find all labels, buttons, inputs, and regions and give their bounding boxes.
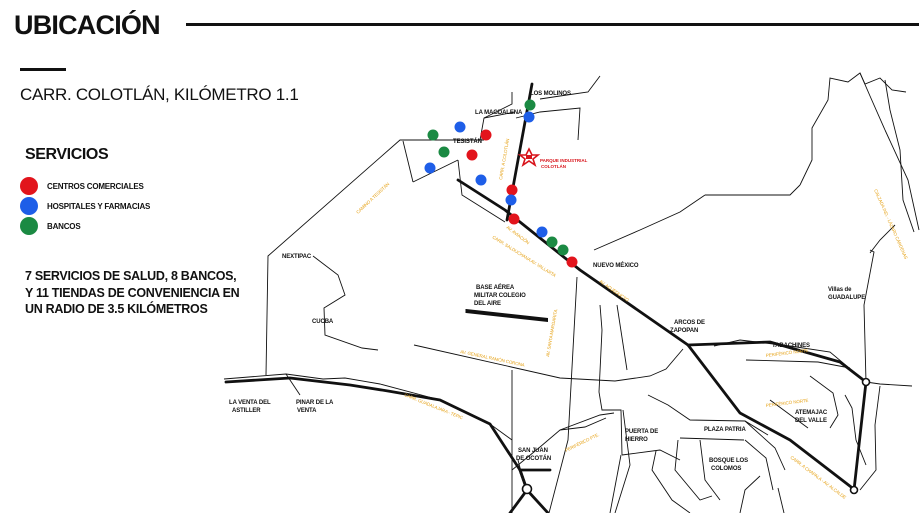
green-dot-icon: [20, 217, 38, 235]
place-labels: LOS MOLINOS LA MAGDALENA TESISTÁN NEXTIP…: [229, 91, 865, 472]
place-label: BOSQUE LOS: [709, 458, 748, 464]
road-label-periferico-norte: PERIFÉRICO NORTE: [765, 347, 808, 358]
road-label-camino-tesistan: CAMINO A TESISTÁN: [355, 181, 391, 215]
road-labels: CAMINO A TESISTÁN CARR. A COLOTLÁN AV. A…: [355, 138, 910, 500]
industrial-park-marker: PARQUE INDUSTRIAL COLOTLÁN: [517, 147, 588, 169]
junction-circle-icon: [861, 377, 871, 387]
place-label: DEL AIRE: [474, 301, 501, 307]
secondary-roads: [223, 72, 920, 513]
service-marker-centro-comercial: [566, 256, 578, 268]
legend-label: HOSPITALES Y FARMACIAS: [47, 201, 151, 211]
blue-dot-icon: [20, 197, 38, 215]
place-label: COLOMOS: [711, 466, 741, 472]
road-label-periferico-norte: PERIFÉRICO NORTE: [765, 397, 808, 408]
place-label: SAN JUAN: [518, 448, 548, 454]
park-label: COLOTLÁN: [541, 163, 566, 169]
place-label: ASTILLER: [232, 408, 261, 414]
place-label: ATEMAJAC: [795, 410, 828, 416]
road-label-av-acueducto: AV. ACUEDUCTO: [598, 279, 630, 303]
junction-markers: [521, 377, 871, 495]
service-markers: [424, 99, 578, 268]
place-label: Villas de: [828, 287, 852, 293]
service-marker-banco: [546, 236, 558, 248]
place-label: DEL VALLE: [795, 418, 827, 424]
place-label: MILITAR COLEGIO: [474, 293, 526, 299]
service-marker-hospital: [454, 121, 466, 133]
service-marker-centro-comercial: [506, 184, 518, 196]
place-label: PINAR DE LA: [296, 400, 334, 406]
place-label: CUCBA: [312, 319, 334, 325]
service-marker-hospital: [523, 111, 535, 123]
service-marker-hospital: [505, 194, 517, 206]
legend-item-bancos: BANCOS: [20, 216, 150, 236]
legend-label: BANCOS: [47, 221, 81, 231]
place-label: TESISTÁN: [453, 138, 482, 145]
legend-item-centros-comerciales: CENTROS COMERCIALES: [20, 176, 150, 196]
place-label: DE OCOTÁN: [516, 455, 551, 462]
road-label-av-santa-margarita: AV. SANTA MARGARITA: [545, 309, 558, 357]
address-accent-rule: [20, 68, 66, 71]
service-marker-banco: [524, 99, 536, 111]
place-label: NUEVO MÉXICO: [593, 261, 639, 269]
place-label: LA VENTA DEL: [229, 400, 271, 406]
page-title: UBICACIÓN: [14, 10, 161, 40]
service-marker-centro-comercial: [508, 213, 520, 225]
road-label-periferico-pte: PERIFÉRICO PTE.: [564, 431, 600, 453]
summary-line: UN RADIO DE 3.5 KILÓMETROS: [25, 302, 208, 316]
address: CARR. COLOTLÁN, KILÓMETRO 1.1: [20, 85, 299, 104]
title-divider: [186, 23, 919, 26]
place-label: HIERRO: [625, 437, 648, 443]
place-label: GUADALUPE: [828, 295, 865, 301]
junction-circle-icon: [849, 485, 859, 495]
place-label: PUERTA DE: [625, 429, 658, 435]
summary-line: 7 SERVICIOS DE SALUD, 8 BANCOS,: [25, 269, 237, 283]
service-marker-centro-comercial: [466, 149, 478, 161]
red-dot-icon: [20, 177, 38, 195]
place-label: LOS MOLINOS: [530, 91, 571, 97]
place-label: LA MAGDALENA: [475, 110, 523, 116]
road-label-calzada-lazaro: CALZADA IND. - LÁZARO CÁRDENAS: [873, 188, 909, 260]
air-base-runway: [465, 309, 548, 322]
services-heading: SERVICIOS: [25, 146, 109, 163]
service-marker-hospital: [424, 162, 436, 174]
summary-line: Y 11 TIENDAS DE CONVENIENCIA EN: [25, 285, 240, 300]
place-label: PLAZA PATRIA: [704, 427, 746, 433]
service-marker-centro-comercial: [480, 129, 492, 141]
services-legend: CENTROS COMERCIALES HOSPITALES Y FARMACI…: [20, 176, 150, 236]
road-label-carr-colotlan: CARR. A COLOTLÁN: [497, 138, 510, 180]
services-summary: 7 SERVICIOS DE SALUD, 8 BANCOS, Y 11 TIE…: [25, 268, 265, 318]
place-label: TABACHINES: [772, 343, 810, 349]
place-label: ARCOS DE: [674, 320, 705, 326]
place-label: ZAPOPAN: [670, 328, 698, 334]
service-marker-banco: [557, 244, 569, 256]
place-label: NEXTIPAC: [282, 254, 312, 260]
legend-item-hospitales-farmacias: HOSPITALES Y FARMACIAS: [20, 196, 150, 216]
junction-circle-icon: [521, 483, 533, 495]
legend-label: CENTROS COMERCIALES: [47, 181, 144, 191]
factory-icon: [526, 155, 532, 159]
runway-icon: [466, 309, 548, 322]
park-label: PARQUE INDUSTRIAL: [540, 158, 588, 163]
service-marker-hospital: [475, 174, 487, 186]
place-label: VENTA: [297, 408, 317, 414]
service-marker-banco: [427, 129, 439, 141]
place-label: BASE AÉREA: [476, 283, 515, 291]
service-marker-banco: [438, 146, 450, 158]
service-marker-hospital: [536, 226, 548, 238]
